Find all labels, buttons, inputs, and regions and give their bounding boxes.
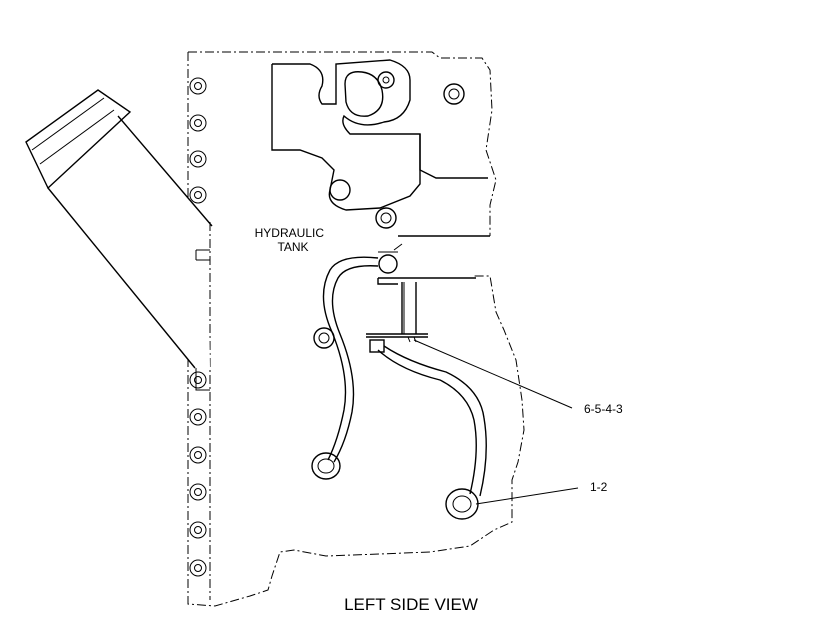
view-title: LEFT SIDE VIEW (344, 595, 478, 614)
filler-neck (25, 89, 213, 391)
upper-casting (271, 59, 490, 237)
leader-line-lower (475, 487, 579, 505)
side-fitting (313, 327, 335, 349)
leader-line-upper (413, 339, 573, 409)
right-hose (377, 345, 487, 520)
tank-label-line-1: HYDRAULIC (255, 226, 325, 240)
tank-label-line-2: TANK (277, 240, 308, 254)
valve-assembly (366, 243, 476, 353)
left-edge-bolts (189, 77, 207, 577)
tank-outline (187, 51, 525, 607)
tank-label: HYDRAULIC TANK (255, 226, 328, 254)
left-hose (311, 256, 379, 480)
callout-lower: 1-2 (590, 480, 608, 494)
callout-upper: 6-5-4-3 (584, 402, 623, 416)
